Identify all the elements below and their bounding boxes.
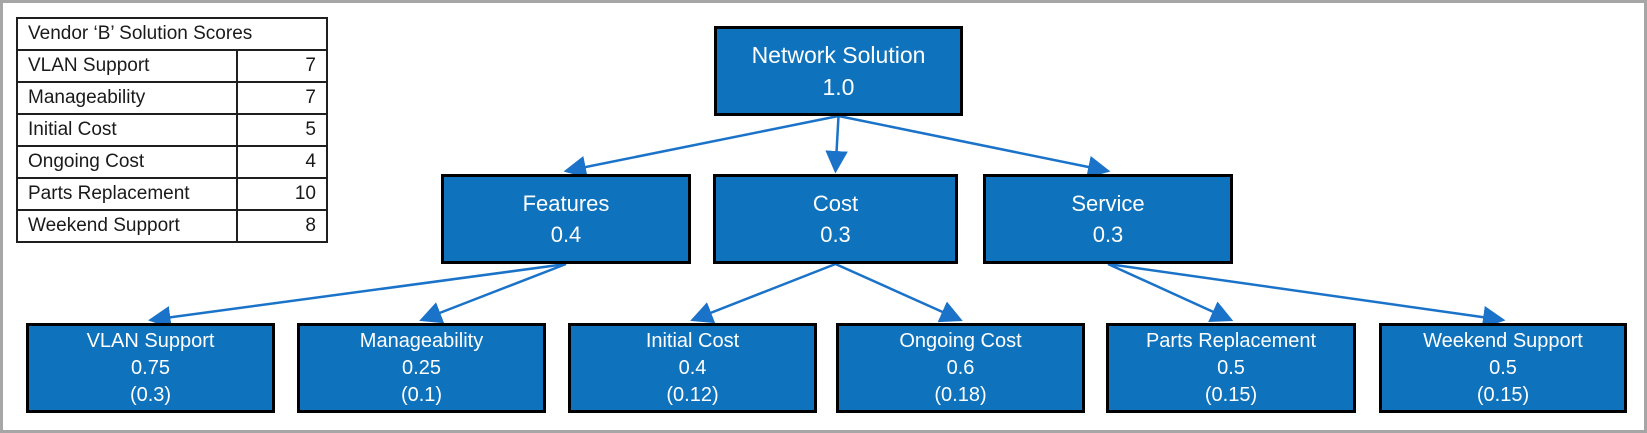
criterion-label: Parts Replacement	[16, 177, 238, 211]
node-label: Parts Replacement	[1145, 329, 1317, 352]
node-weight: 0.4	[678, 356, 707, 379]
node-contribution: (0.15)	[1476, 383, 1530, 406]
table-row: VLAN Support 7	[16, 49, 328, 83]
table-row: Parts Replacement 10	[16, 177, 328, 211]
node-weight: 0.4	[550, 222, 582, 247]
node-weight: 1.0	[822, 74, 855, 100]
edge-arrow	[1107, 262, 1506, 329]
criterion-score: 7	[236, 81, 328, 115]
edge-arrow	[1107, 262, 1234, 322]
tree-node-weekend-support: Weekend Support 0.5 (0.15)	[1379, 323, 1627, 413]
node-label: Cost	[812, 191, 859, 216]
table-row: Manageability 7	[16, 81, 328, 115]
edge-arrow	[148, 262, 567, 329]
table-row: Ongoing Cost 4	[16, 145, 328, 179]
tree-node-service: Service 0.3	[983, 174, 1233, 264]
node-weight: 0.5	[1217, 356, 1245, 379]
node-label: Ongoing Cost	[899, 329, 1022, 352]
criterion-label: Ongoing Cost	[16, 145, 238, 179]
criterion-score: 7	[236, 49, 328, 83]
tree-node-network-solution: Network Solution 1.0	[714, 26, 963, 116]
node-contribution: (0.3)	[129, 383, 172, 406]
tree-node-features: Features 0.4	[441, 174, 691, 264]
node-contribution: (0.12)	[666, 383, 719, 406]
tree-node-manageability: Manageability 0.25 (0.1)	[297, 323, 546, 413]
edge-arrow	[419, 262, 567, 324]
edge-arrow	[834, 262, 963, 323]
edge-arrow	[825, 115, 848, 174]
node-label: Weekend Support	[1423, 329, 1583, 352]
node-weight: 0.75	[131, 356, 170, 379]
node-contribution: (0.15)	[1204, 383, 1258, 406]
tree-node-initial-cost: Initial Cost 0.4 (0.12)	[568, 323, 817, 413]
table-row: Weekend Support 8	[16, 209, 328, 243]
criterion-score: 5	[236, 113, 328, 147]
criterion-label: Initial Cost	[16, 113, 238, 147]
node-weight: 0.25	[402, 356, 441, 379]
node-weight: 0.3	[1092, 222, 1124, 247]
criterion-label: Weekend Support	[16, 209, 238, 243]
node-label: Features	[522, 191, 610, 216]
edge-arrow	[690, 262, 836, 324]
tree-node-vlan-support: VLAN Support 0.75 (0.3)	[26, 323, 275, 413]
tree-node-parts-replacement: Parts Replacement 0.5 (0.15)	[1106, 323, 1356, 413]
edge-arrow	[563, 114, 839, 179]
node-label: Service	[1071, 191, 1145, 216]
tree-node-cost: Cost 0.3	[713, 174, 958, 264]
criterion-score: 10	[236, 177, 328, 211]
criterion-score: 8	[236, 209, 328, 243]
node-weight: 0.6	[946, 356, 975, 379]
node-label: Manageability	[359, 329, 484, 352]
table-title-row: Vendor ‘B’ Solution Scores	[16, 17, 328, 51]
node-contribution: (0.18)	[934, 383, 987, 406]
table-row: Initial Cost 5	[16, 113, 328, 147]
tree-node-ongoing-cost: Ongoing Cost 0.6 (0.18)	[836, 323, 1085, 413]
criterion-label: Manageability	[16, 81, 238, 115]
node-contribution: (0.1)	[400, 383, 443, 406]
criterion-label: VLAN Support	[16, 49, 238, 83]
vendor-score-table: Vendor ‘B’ Solution Scores VLAN Support …	[16, 17, 328, 243]
node-label: VLAN Support	[86, 329, 215, 352]
criterion-score: 4	[236, 145, 328, 179]
node-label: Initial Cost	[645, 329, 740, 352]
table-title: Vendor ‘B’ Solution Scores	[16, 17, 328, 51]
node-weight: 0.5	[1489, 356, 1517, 379]
node-weight: 0.3	[820, 222, 851, 247]
node-label: Network Solution	[751, 42, 926, 68]
edge-arrow	[838, 114, 1111, 179]
